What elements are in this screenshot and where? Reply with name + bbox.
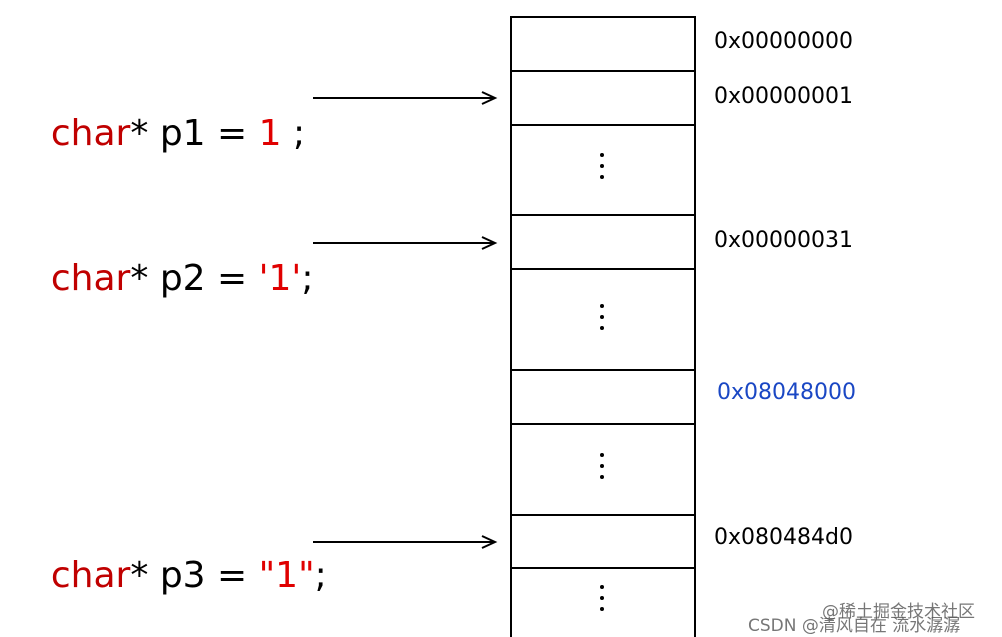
- literal-value: "1": [258, 555, 315, 596]
- decl-terminator: ;: [314, 555, 327, 596]
- memory-cell-divider: [510, 268, 696, 270]
- declaration-p1: char* p1 = 1 ;: [28, 80, 305, 152]
- decl-text: * p3 =: [130, 555, 259, 596]
- arrow-p1: [313, 91, 498, 105]
- address-label-highlighted: 0x08048000: [717, 380, 856, 405]
- memory-cell-divider: [510, 214, 696, 216]
- keyword-char: char: [50, 555, 131, 596]
- declaration-p2: char* p2 = '1';: [28, 225, 314, 299]
- memory-cell-divider: [510, 567, 696, 569]
- ellipsis-icon: [596, 453, 608, 479]
- ellipsis-icon: [596, 153, 608, 179]
- memory-cell-divider: [510, 124, 696, 126]
- memory-cell-divider: [510, 70, 696, 72]
- keyword-char: char: [50, 258, 131, 299]
- arrow-p3: [313, 535, 498, 549]
- decl-terminator: ;: [301, 258, 314, 299]
- decl-terminator: ;: [281, 113, 306, 154]
- keyword-char: char: [50, 113, 131, 154]
- literal-value: 1: [258, 113, 282, 154]
- memory-cell-divider: [510, 423, 696, 425]
- ellipsis-icon: [596, 304, 608, 330]
- memory-cell-divider: [510, 369, 696, 371]
- arrow-p2: [313, 236, 498, 250]
- address-label: 0x080484d0: [714, 525, 853, 550]
- declaration-p3: char* p3 = "1";: [28, 522, 327, 594]
- literal-value: '1': [258, 258, 302, 299]
- watermark-csdn: CSDN @清风自在 流水潺潺: [748, 616, 961, 636]
- memory-cell-divider: [510, 514, 696, 516]
- watermark-juejin: @稀土掘金技术社区: [822, 602, 975, 622]
- address-label: 0x00000001: [714, 84, 853, 109]
- decl-text: * p2 =: [130, 258, 259, 299]
- address-label: 0x00000031: [714, 228, 853, 253]
- ellipsis-icon: [596, 585, 608, 611]
- decl-text: * p1 =: [130, 113, 259, 154]
- address-label: 0x00000000: [714, 29, 853, 54]
- memory-column: [510, 16, 696, 637]
